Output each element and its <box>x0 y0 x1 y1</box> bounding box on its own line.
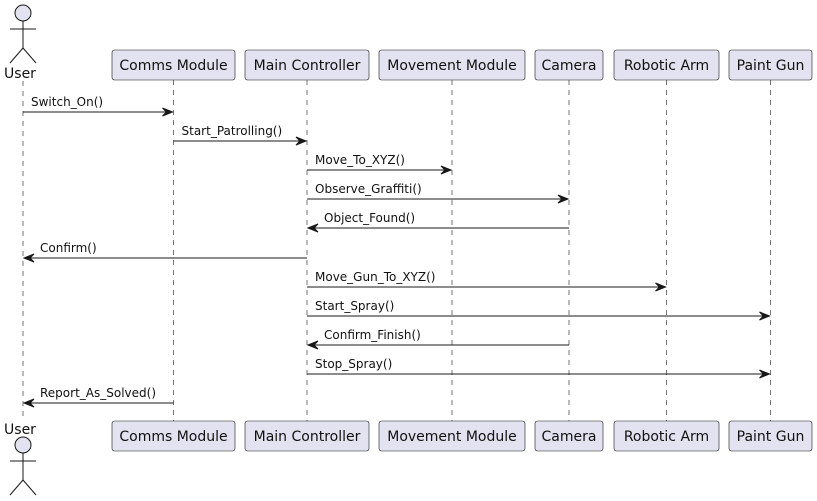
message-label: Move_To_XYZ() <box>315 153 405 167</box>
participant-label: Comms Module <box>119 429 227 445</box>
message-3: Move_To_XYZ() <box>307 153 453 175</box>
participant-box <box>534 49 604 81</box>
participant-move-bottom: Movement Module <box>378 420 526 452</box>
participant-box <box>111 420 236 452</box>
message-1: Switch_On() <box>23 95 174 117</box>
participant-main-top: Main Controller <box>244 49 370 81</box>
participant-label: Robotic Arm <box>624 429 709 445</box>
participant-box <box>534 420 604 452</box>
message-label: Report_As_Solved() <box>40 386 156 400</box>
participant-box <box>244 420 370 452</box>
participant-move-top: Movement Module <box>378 49 526 81</box>
participant-comms-bottom: Comms Module <box>111 420 236 452</box>
message-10: Stop_Spray() <box>307 357 771 379</box>
actor-right-leg <box>22 47 37 64</box>
participant-box <box>111 49 236 81</box>
message-label: Stop_Spray() <box>315 357 392 371</box>
message-label: Confirm() <box>40 241 97 255</box>
arrowhead-icon <box>306 340 319 350</box>
user-actor-icon <box>9 4 37 64</box>
participant-label: Camera <box>542 58 597 74</box>
arrowhead-icon <box>655 282 667 292</box>
message-9: Confirm_Finish() <box>306 328 569 350</box>
message-label: Observe_Graffiti() <box>315 182 422 196</box>
message-11: Report_As_Solved() <box>22 386 174 408</box>
participant-box <box>244 49 370 81</box>
participant-box <box>613 420 720 452</box>
participant-box <box>378 420 526 452</box>
participant-box <box>378 49 526 81</box>
arrowhead-icon <box>557 194 570 204</box>
participant-label: Movement Module <box>387 429 517 445</box>
actor-right-leg <box>22 479 37 496</box>
arrowhead-icon <box>306 223 319 233</box>
participant-arm-top: Robotic Arm <box>613 49 720 81</box>
actor-top: User <box>4 4 37 82</box>
message-label: Start_Patrolling() <box>182 124 283 138</box>
message-label: Confirm_Finish() <box>324 328 421 342</box>
message-6: Confirm() <box>22 241 307 263</box>
message-2: Start_Patrolling() <box>173 124 308 146</box>
actor-bottom: User <box>4 422 37 496</box>
participant-label: Robotic Arm <box>624 58 709 74</box>
participant-label: Camera <box>542 429 597 445</box>
actor-head <box>14 436 32 454</box>
actor-head <box>14 4 32 22</box>
arrowhead-icon <box>22 398 35 408</box>
message-label: Switch_On() <box>31 95 103 109</box>
message-8: Start_Spray() <box>307 299 771 321</box>
arrowhead-icon <box>759 369 771 379</box>
arrowhead-icon <box>162 107 174 117</box>
participant-main-bottom: Main Controller <box>244 420 370 452</box>
message-label: Move_Gun_To_XYZ() <box>315 270 435 284</box>
message-label: Object_Found() <box>324 211 415 225</box>
actor-label-bottom: User <box>4 422 36 438</box>
lifelines <box>22 80 771 421</box>
participant-label: Paint Gun <box>737 58 805 74</box>
arrowhead-icon <box>759 311 771 321</box>
message-label: Start_Spray() <box>315 299 394 313</box>
participant-cam-bottom: Camera <box>534 420 604 452</box>
participant-label: Main Controller <box>254 429 361 445</box>
message-5: Object_Found() <box>306 211 569 233</box>
participant-gun-top: Paint Gun <box>728 49 813 81</box>
participant-cam-top: Camera <box>534 49 604 81</box>
messages: Switch_On() Start_Patrolling() Move_To_XYZ… <box>22 95 771 408</box>
participant-comms-top: Comms Module <box>111 49 236 81</box>
participant-box <box>728 49 813 81</box>
participant-label: Movement Module <box>387 58 517 74</box>
message-4: Observe_Graffiti() <box>307 182 570 204</box>
user-actor-icon <box>9 436 37 496</box>
participant-label: Paint Gun <box>737 429 805 445</box>
participant-box <box>613 49 720 81</box>
arrowhead-icon <box>440 165 453 175</box>
participant-gun-bottom: Paint Gun <box>728 420 813 452</box>
actor-left-leg <box>9 479 24 496</box>
participant-arm-bottom: Robotic Arm <box>613 420 720 452</box>
participant-label: Main Controller <box>254 58 361 74</box>
actor-label-top: User <box>4 66 36 82</box>
actor-left-leg <box>9 47 24 64</box>
participant-box <box>728 420 813 452</box>
message-7: Move_Gun_To_XYZ() <box>307 270 667 292</box>
arrowhead-icon <box>22 253 35 263</box>
arrowhead-icon <box>295 136 308 146</box>
participant-label: Comms Module <box>119 58 227 74</box>
